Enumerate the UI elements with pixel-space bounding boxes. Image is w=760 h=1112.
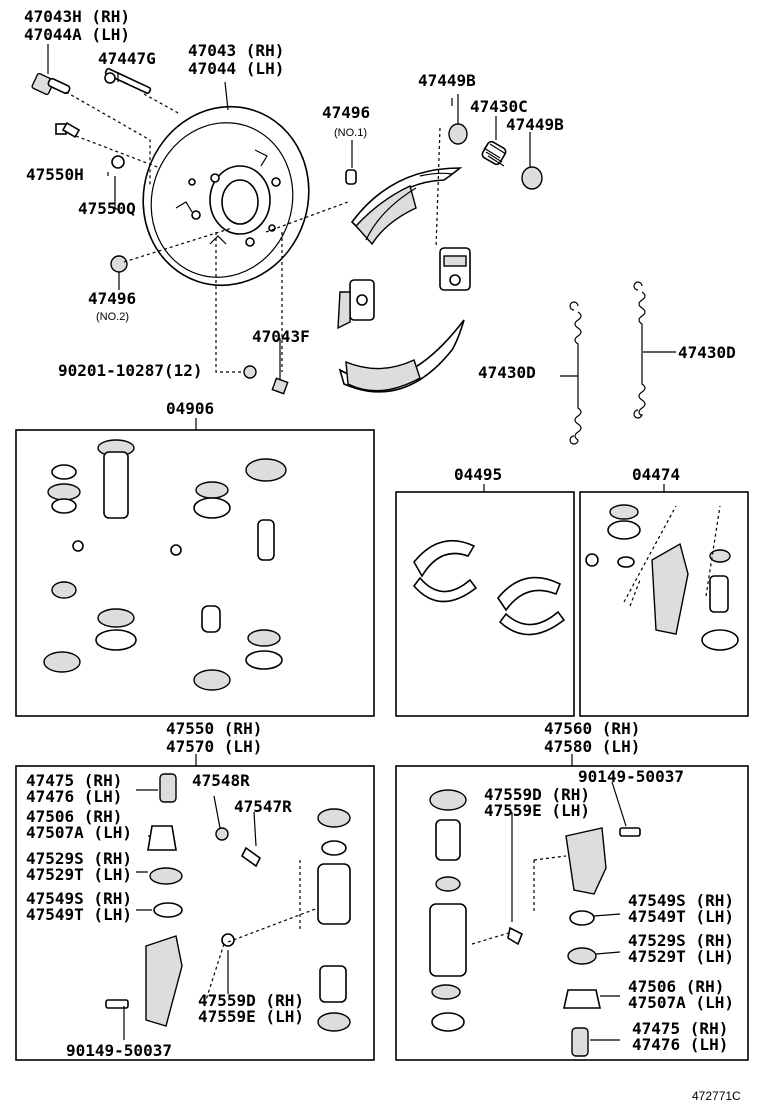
label-47475-l: 47475 (RH) <box>26 771 122 790</box>
label-47506-l: 47506 (RH) <box>26 807 122 826</box>
label-47580: 47580 (LH) <box>544 737 640 756</box>
label-47507A-r: 47507A (LH) <box>628 993 734 1012</box>
label-47559E-l: 47559E (LH) <box>198 1007 304 1026</box>
wheel-cylinder-upper <box>439 247 471 291</box>
kit-04495-parts <box>412 539 566 636</box>
label-47043F: 47043F <box>252 327 310 346</box>
spring-47430D-right <box>633 281 646 419</box>
label-47044: 47044 (LH) <box>188 59 284 78</box>
label-47529S-r: 47529S (RH) <box>628 931 734 950</box>
wheel-cylinder-lower <box>337 279 375 330</box>
nut-90201 <box>243 365 257 379</box>
label-kit-04495: 04495 <box>454 465 502 484</box>
brake-shoe-lower <box>338 319 465 393</box>
label-47529T-r: 47529T (LH) <box>628 947 734 966</box>
label-47549S-r: 47549S (RH) <box>628 891 734 910</box>
label-47496-no2-sub: (NO.2) <box>96 311 129 323</box>
label-47550H: 47550H <box>26 165 84 184</box>
label-47496-no2: 47496 <box>88 289 136 308</box>
label-47506-r: 47506 (RH) <box>628 977 724 996</box>
label-47549S-l: 47549S (RH) <box>26 889 132 908</box>
label-47550: 47550 (RH) <box>166 719 262 738</box>
label-90201: 90201-10287(12) <box>58 361 203 380</box>
kit-04495-box <box>395 491 575 717</box>
cap-47449B-b <box>521 166 543 190</box>
label-47447G: 47447G <box>98 49 156 68</box>
label-47570: 47570 (LH) <box>166 737 262 756</box>
plug-47496-no2 <box>110 255 128 273</box>
label-47449B-a: 47449B <box>418 71 476 90</box>
bolt-47043H <box>31 72 71 96</box>
figure-id: 472771C <box>692 1089 741 1103</box>
label-47529T-l: 47529T (LH) <box>26 865 132 884</box>
label-47043: 47043 (RH) <box>188 41 284 60</box>
label-kit-04474: 04474 <box>632 465 680 484</box>
label-47043H: 47043H (RH) <box>24 7 130 26</box>
label-47475-r: 47475 (RH) <box>632 1019 728 1038</box>
bleeder-47550H <box>55 121 81 139</box>
label-47044A: 47044A (LH) <box>24 25 130 44</box>
label-47549T-r: 47549T (LH) <box>628 907 734 926</box>
pin-47447G <box>104 67 152 95</box>
label-47476-r: 47476 (LH) <box>632 1035 728 1054</box>
label-kit-04906: 04906 <box>166 399 214 418</box>
label-47430C: 47430C <box>470 97 528 116</box>
plug-47496-no1 <box>345 169 357 185</box>
assy-47560-parts <box>429 789 641 1057</box>
label-47449B-b: 47449B <box>506 115 564 134</box>
label-47496-no1-sub: (NO.1) <box>334 127 367 139</box>
label-90149-r: 90149-50037 <box>578 767 684 786</box>
label-47430D-a: 47430D <box>478 363 536 382</box>
label-47559D-r: 47559D (RH) <box>484 785 590 804</box>
cap-47449B-a <box>448 123 468 145</box>
label-47496-no1: 47496 <box>322 103 370 122</box>
nut-47043F <box>271 377 289 395</box>
label-47560: 47560 (RH) <box>544 719 640 738</box>
assy-47550-box <box>15 765 375 1061</box>
brake-shoe-upper <box>350 167 463 246</box>
label-47547R: 47547R <box>234 797 292 816</box>
cap-47550Q <box>111 155 125 169</box>
label-47476-l: 47476 (LH) <box>26 787 122 806</box>
backing-plate <box>142 105 310 287</box>
kit-04906-parts <box>43 439 287 691</box>
label-90149-l: 90149-50037 <box>66 1041 172 1060</box>
label-47549T-l: 47549T (LH) <box>26 905 132 924</box>
label-47430D-b: 47430D <box>678 343 736 362</box>
label-47507A-l: 47507A (LH) <box>26 823 132 842</box>
spring-47430D-left <box>569 301 582 445</box>
kit-04474-parts <box>585 504 739 651</box>
label-47559E-r: 47559E (LH) <box>484 801 590 820</box>
part-labels: 47043H (RH) 47044A (LH) 47447G 47043 (RH… <box>24 7 741 1103</box>
label-47559D-l: 47559D (RH) <box>198 991 304 1010</box>
kit-04906-box <box>15 429 375 717</box>
label-47548R: 47548R <box>192 771 250 790</box>
assy-47550-parts <box>105 773 351 1032</box>
spring-47430C <box>481 140 507 167</box>
label-47550Q: 47550Q <box>78 199 136 218</box>
label-47529S-l: 47529S (RH) <box>26 849 132 868</box>
leaders-boxes <box>123 781 627 1041</box>
